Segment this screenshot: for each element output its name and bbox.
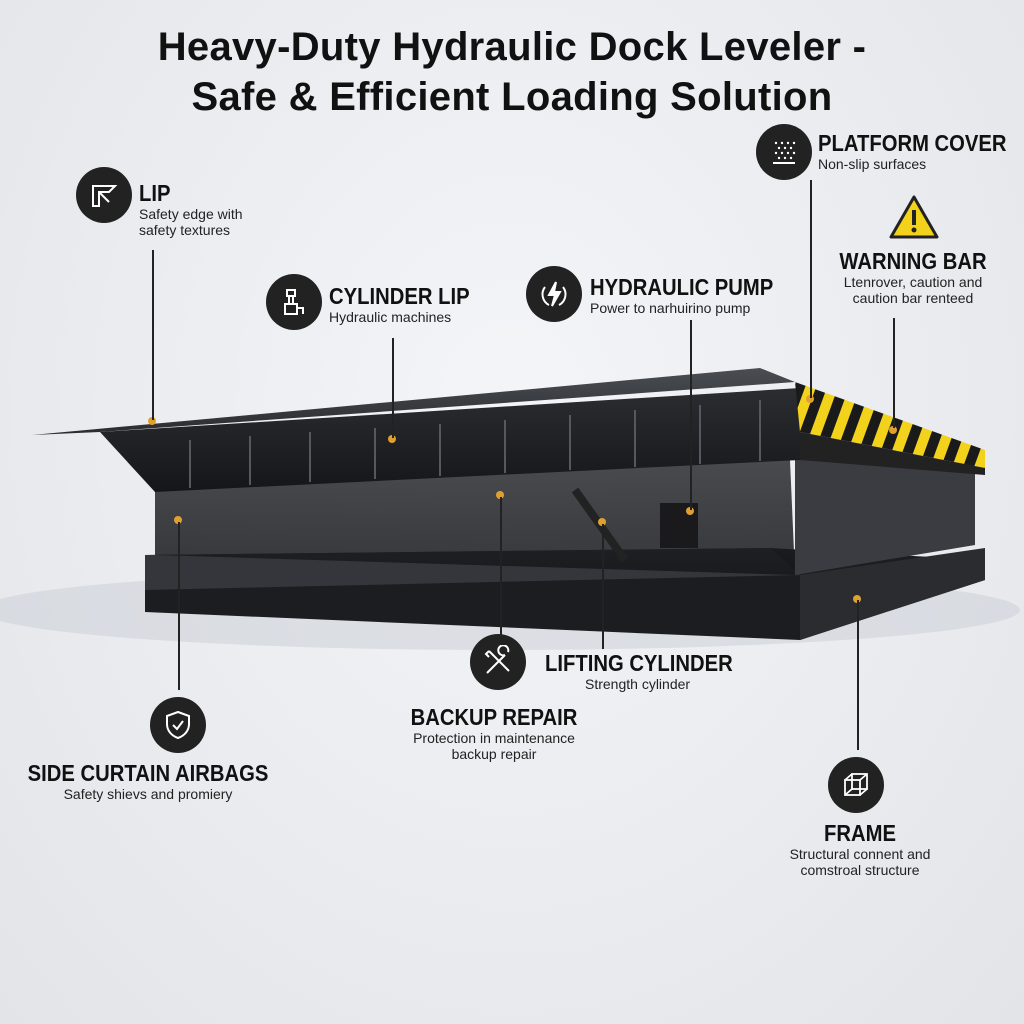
callout-desc: safety textures xyxy=(139,222,231,238)
callout-side-curtain-airbags: SIDE CURTAIN AIRBAGS Safety shievs and p… xyxy=(11,760,284,802)
callout-lifting-cylinder: LIFTING CYLINDER Strength cylinder xyxy=(545,650,758,692)
callout-title: PLATFORM COVER xyxy=(818,130,1007,156)
callout-desc: Ltenrover, caution and xyxy=(843,274,983,290)
callout-frame: FRAME Structural connent and comstroal s… xyxy=(790,820,931,878)
warning-triangle-icon xyxy=(888,193,940,241)
callout-platform-cover: PLATFORM COVER Non-slip surfaces xyxy=(818,130,1024,172)
base-frame-side xyxy=(800,548,985,640)
callout-backup-repair: BACKUP REPAIR Protection in maintenance … xyxy=(399,704,589,762)
callout-desc: caution bar renteed xyxy=(852,290,974,306)
leader-line-pump xyxy=(690,320,692,510)
callout-desc: Strength cylinder xyxy=(585,676,691,692)
callout-title: CYLINDER LIP xyxy=(329,283,470,309)
callout-desc: Safety edge with xyxy=(139,206,243,222)
callout-title: WARNING BAR xyxy=(839,248,987,274)
callout-title: HYDRAULIC PUMP xyxy=(590,274,774,300)
side-face xyxy=(795,440,975,575)
lightning-icon xyxy=(526,266,582,322)
callout-desc: Hydraulic machines xyxy=(329,309,452,325)
lip-corner-icon xyxy=(76,167,132,223)
callout-desc: Structural connent and xyxy=(789,846,931,862)
warning-bar xyxy=(795,382,985,468)
deck-front xyxy=(100,388,800,492)
side-edge xyxy=(800,432,985,475)
leader-line-lifting xyxy=(602,524,604,649)
callout-warning-bar: WARNING BAR Ltenrover, caution and cauti… xyxy=(829,248,996,306)
leader-line-frame xyxy=(857,600,859,750)
leader-line-backup xyxy=(500,497,502,637)
callout-desc: backup repair xyxy=(451,746,537,762)
platform-cover xyxy=(32,368,795,435)
callout-title: LIFTING CYLINDER xyxy=(545,650,733,676)
leader-line-platform xyxy=(810,180,812,398)
callout-desc: Protection in maintenance xyxy=(413,730,575,746)
leader-line-lip xyxy=(152,250,154,420)
shield-check-icon xyxy=(150,697,206,753)
callout-title: SIDE CURTAIN AIRBAGS xyxy=(27,760,269,786)
callout-title: LIP xyxy=(139,180,171,206)
leader-line-cylinder-lip xyxy=(392,338,394,438)
wrench-screwdriver-icon xyxy=(470,634,526,690)
callout-desc: comstroal structure xyxy=(800,862,920,878)
callout-dots xyxy=(148,395,897,603)
callout-title: BACKUP REPAIR xyxy=(410,704,578,730)
page-title: Heavy-Duty Hydraulic Dock Leveler - Safe… xyxy=(0,22,1024,122)
deck-ribs xyxy=(189,400,761,488)
leader-line-warning xyxy=(893,318,895,428)
callout-lip: LIP Safety edge with safety textures xyxy=(139,180,243,238)
title-line-2: Safe & Efficient Loading Solution xyxy=(191,75,833,119)
callout-desc: Non-slip surfaces xyxy=(818,156,927,172)
cube-icon xyxy=(828,757,884,813)
hydraulic-jack-icon xyxy=(266,274,322,330)
texture-icon xyxy=(756,124,812,180)
title-line-1: Heavy-Duty Hydraulic Dock Leveler - xyxy=(157,25,867,69)
callout-desc: Power to narhuirino pump xyxy=(590,300,751,316)
leader-line-side-curtain xyxy=(178,522,180,690)
callout-desc: Safety shievs and promiery xyxy=(63,786,233,802)
callout-title: FRAME xyxy=(824,820,896,846)
callout-hydraulic-pump: HYDRAULIC PUMP Power to narhuirino pump xyxy=(590,274,798,316)
callout-cylinder-lip: CYLINDER LIP Hydraulic machines xyxy=(329,283,489,325)
side-curtain xyxy=(155,460,795,575)
